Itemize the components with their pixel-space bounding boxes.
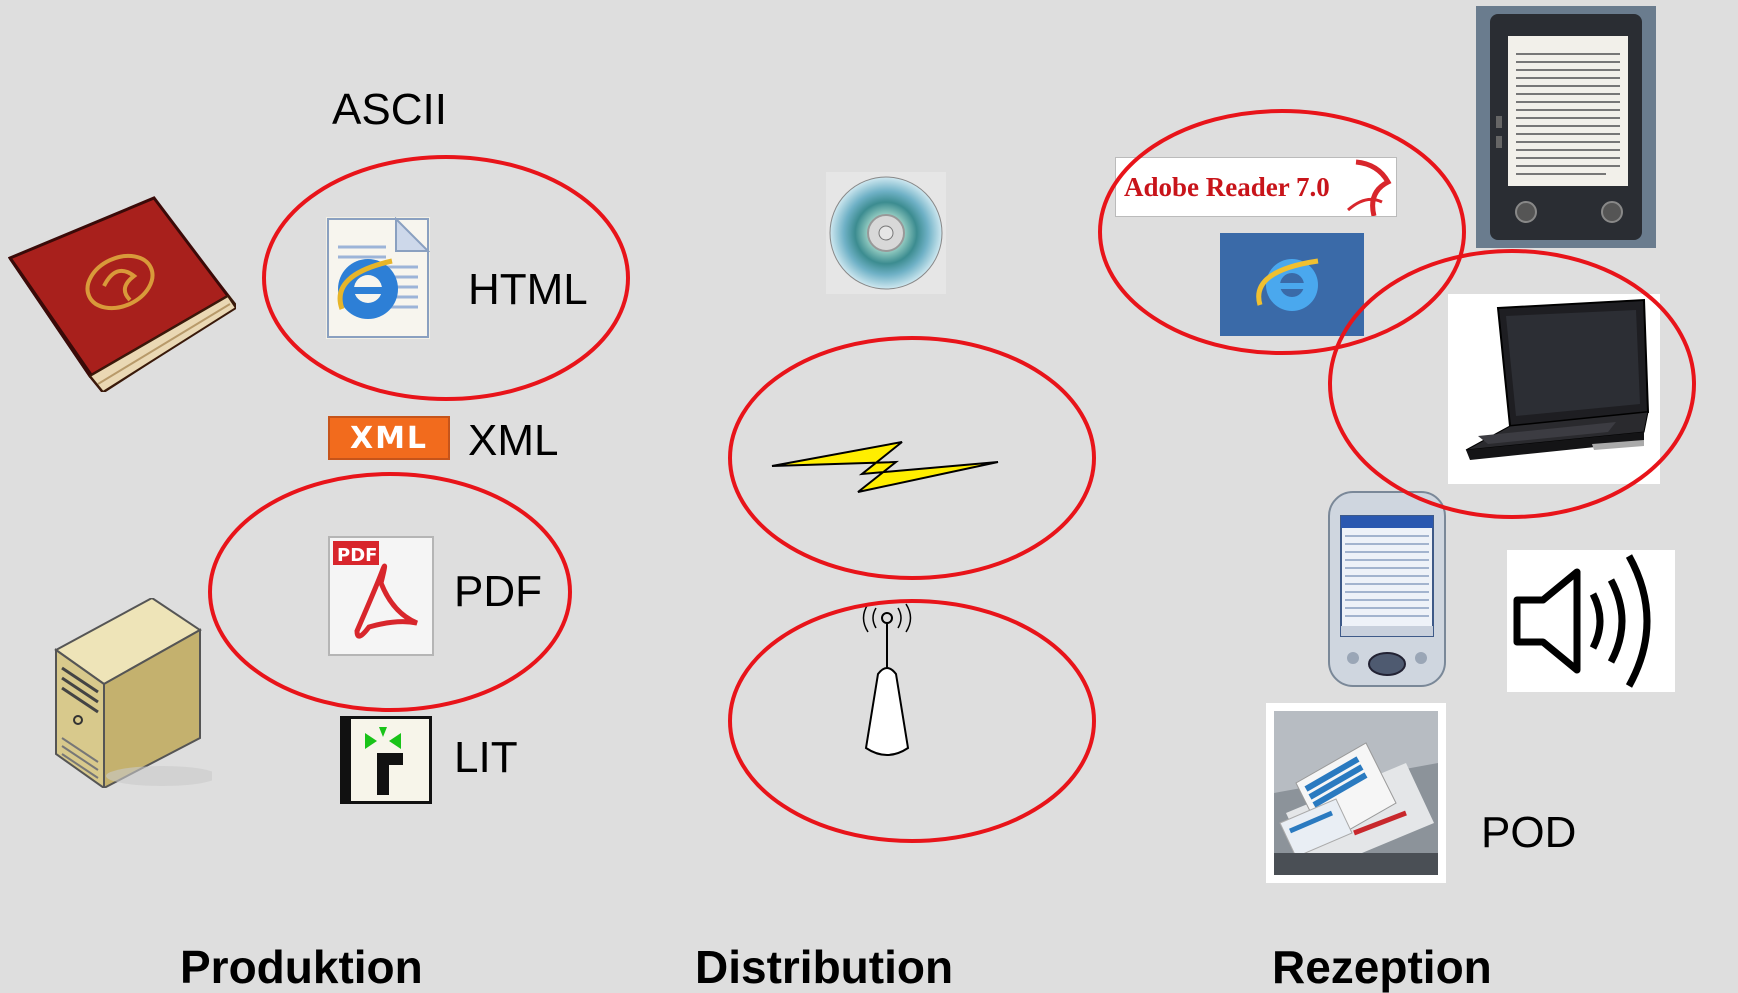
column-heading-production: Produktion xyxy=(180,941,423,993)
cd-icon xyxy=(826,172,946,294)
lit-label: LIT xyxy=(454,733,518,782)
print-on-demand-icon xyxy=(1266,703,1446,883)
lightning-icon xyxy=(770,430,1000,494)
lit-icon xyxy=(340,716,432,804)
ascii-label: ASCII xyxy=(332,85,447,134)
html-label: HTML xyxy=(468,265,588,314)
adobe-reader-logo-text: Adobe Reader 7.0 xyxy=(1124,172,1330,202)
internet-explorer-icon xyxy=(326,217,430,339)
xml-icon: XML xyxy=(328,416,450,460)
internet-explorer-logo xyxy=(1220,233,1364,336)
book-icon xyxy=(7,196,239,395)
pdf-badge-text: PDF xyxy=(337,545,377,566)
pdf-icon: PDF xyxy=(327,535,435,657)
adobe-reader-logo: Adobe Reader 7.0 xyxy=(1115,157,1397,217)
pda-icon xyxy=(1325,490,1449,688)
pod-label: POD xyxy=(1481,808,1577,857)
pdf-label: PDF xyxy=(454,567,542,616)
column-heading-reception: Rezeption xyxy=(1272,941,1492,993)
speaker-icon xyxy=(1507,550,1675,692)
antenna-icon xyxy=(852,600,922,764)
xml-badge-text: XML xyxy=(349,420,429,456)
column-heading-distribution: Distribution xyxy=(695,941,954,993)
ebook-reader-icon xyxy=(1476,6,1656,248)
xml-label: XML xyxy=(468,416,559,465)
laptop-icon xyxy=(1448,294,1660,484)
server-icon xyxy=(52,596,218,790)
